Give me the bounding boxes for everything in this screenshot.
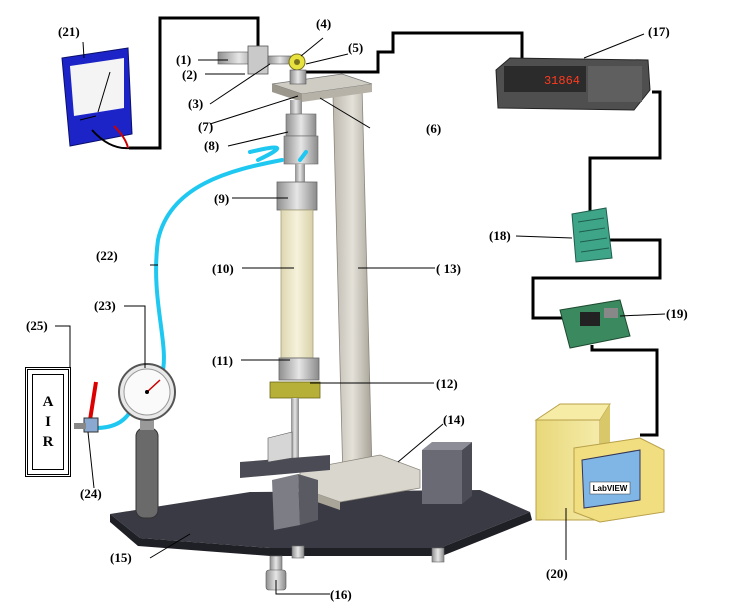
base-platform xyxy=(110,490,532,556)
label-11: (11) xyxy=(212,353,233,368)
air-hose xyxy=(94,145,308,430)
label-10: (10) xyxy=(212,261,234,276)
display-readout: 31864 xyxy=(544,74,580,88)
digital-display: 31864 xyxy=(495,57,651,111)
label-22: (22) xyxy=(96,248,118,263)
label-12: (12) xyxy=(436,376,458,391)
label-18: (18) xyxy=(489,228,511,243)
label-15: (15) xyxy=(110,550,132,565)
frame-column xyxy=(299,85,421,510)
specimen-column xyxy=(280,209,314,359)
piston-cylinder xyxy=(283,100,319,184)
label-24: (24) xyxy=(80,486,102,501)
daq-card xyxy=(559,299,631,349)
signal-wires xyxy=(129,16,662,437)
label-20: (20) xyxy=(546,566,568,581)
label-2: (2) xyxy=(182,67,198,82)
upper-clamp xyxy=(276,181,318,211)
lower-clamp xyxy=(278,357,320,381)
voltmeter xyxy=(61,47,133,150)
label-8: (8) xyxy=(204,138,220,153)
label-13: ( 13) xyxy=(436,261,461,276)
label-1: (1) xyxy=(176,52,192,67)
label-17: (17) xyxy=(648,24,670,39)
terminal-board xyxy=(571,207,613,263)
label-9: (9) xyxy=(214,191,230,206)
air-letter: I xyxy=(45,414,51,430)
yellow-plate xyxy=(269,381,321,458)
label-7: (7) xyxy=(198,119,214,134)
label-5: (5) xyxy=(348,40,364,55)
air-letter: R xyxy=(42,434,54,450)
label-25: (25) xyxy=(26,318,48,333)
leader-lines xyxy=(55,33,666,595)
right-block xyxy=(422,442,472,504)
label-19: (19) xyxy=(666,306,688,321)
air-letter: A xyxy=(42,394,54,410)
computer: LabVIEW xyxy=(534,403,665,523)
micrometer-assembly xyxy=(217,45,307,85)
pressure-gauge xyxy=(118,363,176,519)
label-16: (16) xyxy=(330,587,352,602)
air-source-box: A I R xyxy=(25,367,71,477)
monitor-logo: LabVIEW xyxy=(593,484,628,493)
label-14: (14) xyxy=(443,412,465,427)
label-6: (6) xyxy=(426,121,442,136)
label-3: (3) xyxy=(188,96,204,111)
label-4: (4) xyxy=(316,16,332,31)
air-valve xyxy=(74,381,99,433)
label-23: (23) xyxy=(94,298,116,313)
base-bracket xyxy=(240,431,330,530)
label-21: (21) xyxy=(58,24,80,39)
